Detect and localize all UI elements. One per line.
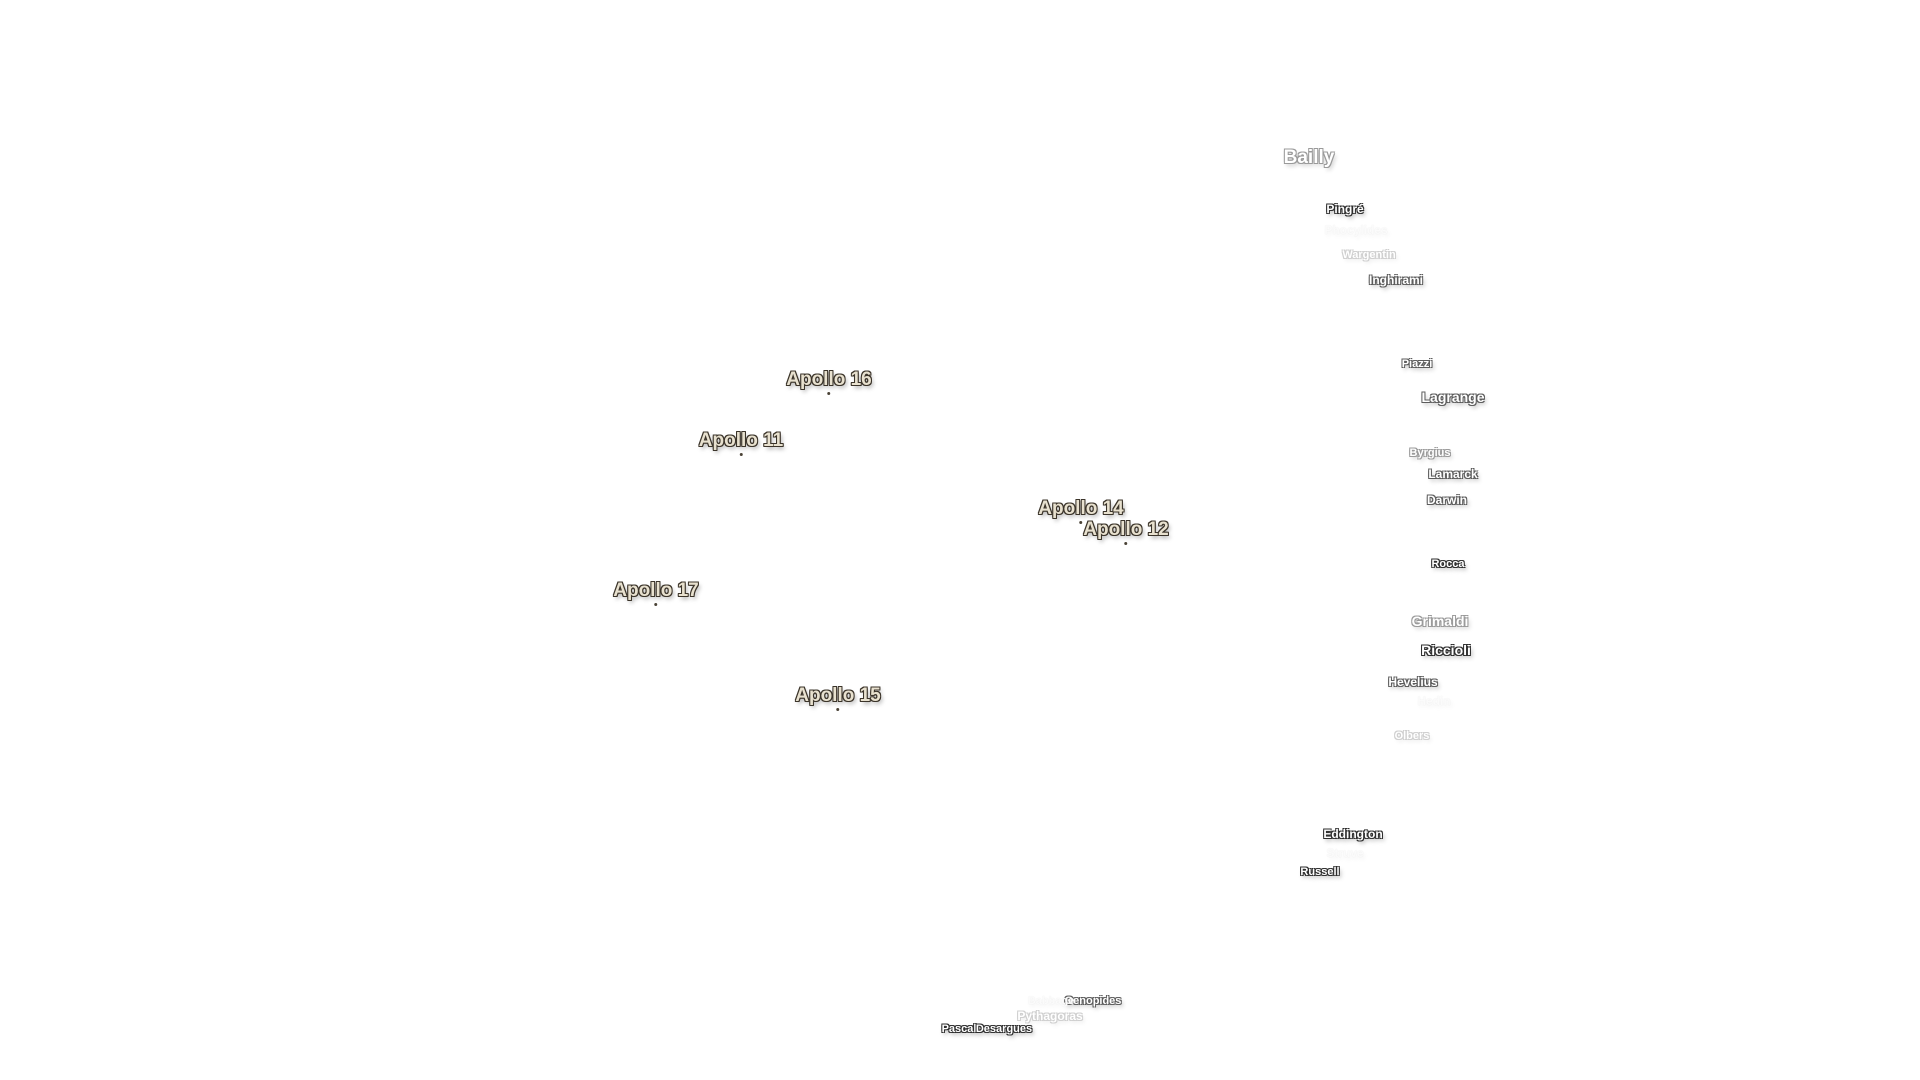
apollo-11-pin-icon[interactable] (739, 453, 743, 456)
apollo-12-marker[interactable]: Apollo 12 (1083, 519, 1169, 545)
apollo-16-pin-icon[interactable] (827, 392, 831, 395)
apollo-12-label: Apollo 12 (1083, 519, 1169, 540)
apollo-11-label: Apollo 11 (698, 430, 784, 451)
crater-label-phocylides[interactable]: Phocylides (1324, 223, 1388, 237)
crater-label-pythagoras[interactable]: Pythagoras (1017, 1009, 1083, 1023)
apollo-16-label: Apollo 16 (786, 369, 872, 390)
crater-label-piazzi[interactable]: Piazzi (1401, 358, 1433, 370)
apollo-16-marker[interactable]: Apollo 16 (786, 369, 872, 395)
crater-label-lamarck[interactable]: Lamarck (1428, 467, 1478, 481)
crater-label-hedin[interactable]: Hedin (1417, 694, 1451, 708)
crater-label-oenopides[interactable]: Oenopides (1064, 995, 1122, 1007)
crater-label-pingre[interactable]: Pingré (1326, 202, 1364, 216)
crater-label-rocca[interactable]: Rocca (1431, 558, 1465, 570)
crater-label-grimaldi[interactable]: Grimaldi (1411, 613, 1469, 629)
crater-label-desargues[interactable]: Desargues (975, 1023, 1033, 1035)
crater-label-russell[interactable]: Russell (1300, 866, 1340, 878)
apollo-14-marker[interactable]: Apollo 14 (1038, 498, 1124, 524)
crater-label-wargentin[interactable]: Wargentin (1342, 249, 1396, 261)
apollo-17-label: Apollo 17 (613, 580, 699, 601)
crater-label-byrgius[interactable]: Byrgius (1409, 447, 1451, 459)
apollo-17-pin-icon[interactable] (654, 603, 658, 606)
apollo-15-label: Apollo 15 (795, 685, 881, 706)
apollo-15-pin-icon[interactable] (836, 708, 840, 711)
crater-label-darwin[interactable]: Darwin (1426, 493, 1468, 507)
crater-label-olbers[interactable]: Olbers (1394, 730, 1430, 742)
crater-label-lagrange[interactable]: Lagrange (1421, 389, 1485, 405)
crater-label-riccioli[interactable]: Riccioli (1421, 642, 1471, 658)
crater-label-babbage[interactable]: Babbage (1027, 995, 1075, 1007)
apollo-11-marker[interactable]: Apollo 11 (699, 430, 783, 456)
crater-label-inghirami[interactable]: Inghirami (1368, 273, 1424, 287)
apollo-12-pin-icon[interactable] (1124, 542, 1128, 545)
apollo-14-label: Apollo 14 (1038, 498, 1124, 519)
crater-label-bailly[interactable]: Bailly (1283, 147, 1335, 168)
crater-label-eddington[interactable]: Eddington (1323, 827, 1383, 841)
apollo-14-pin-icon[interactable] (1079, 521, 1083, 524)
crater-label-hevelius[interactable]: Hevelius (1388, 675, 1438, 689)
apollo-17-marker[interactable]: Apollo 17 (613, 580, 699, 606)
crater-label-struve[interactable]: Struve (1326, 846, 1364, 860)
crater-label-pascal[interactable]: Pascal (941, 1023, 977, 1035)
apollo-15-marker[interactable]: Apollo 15 (795, 685, 881, 711)
